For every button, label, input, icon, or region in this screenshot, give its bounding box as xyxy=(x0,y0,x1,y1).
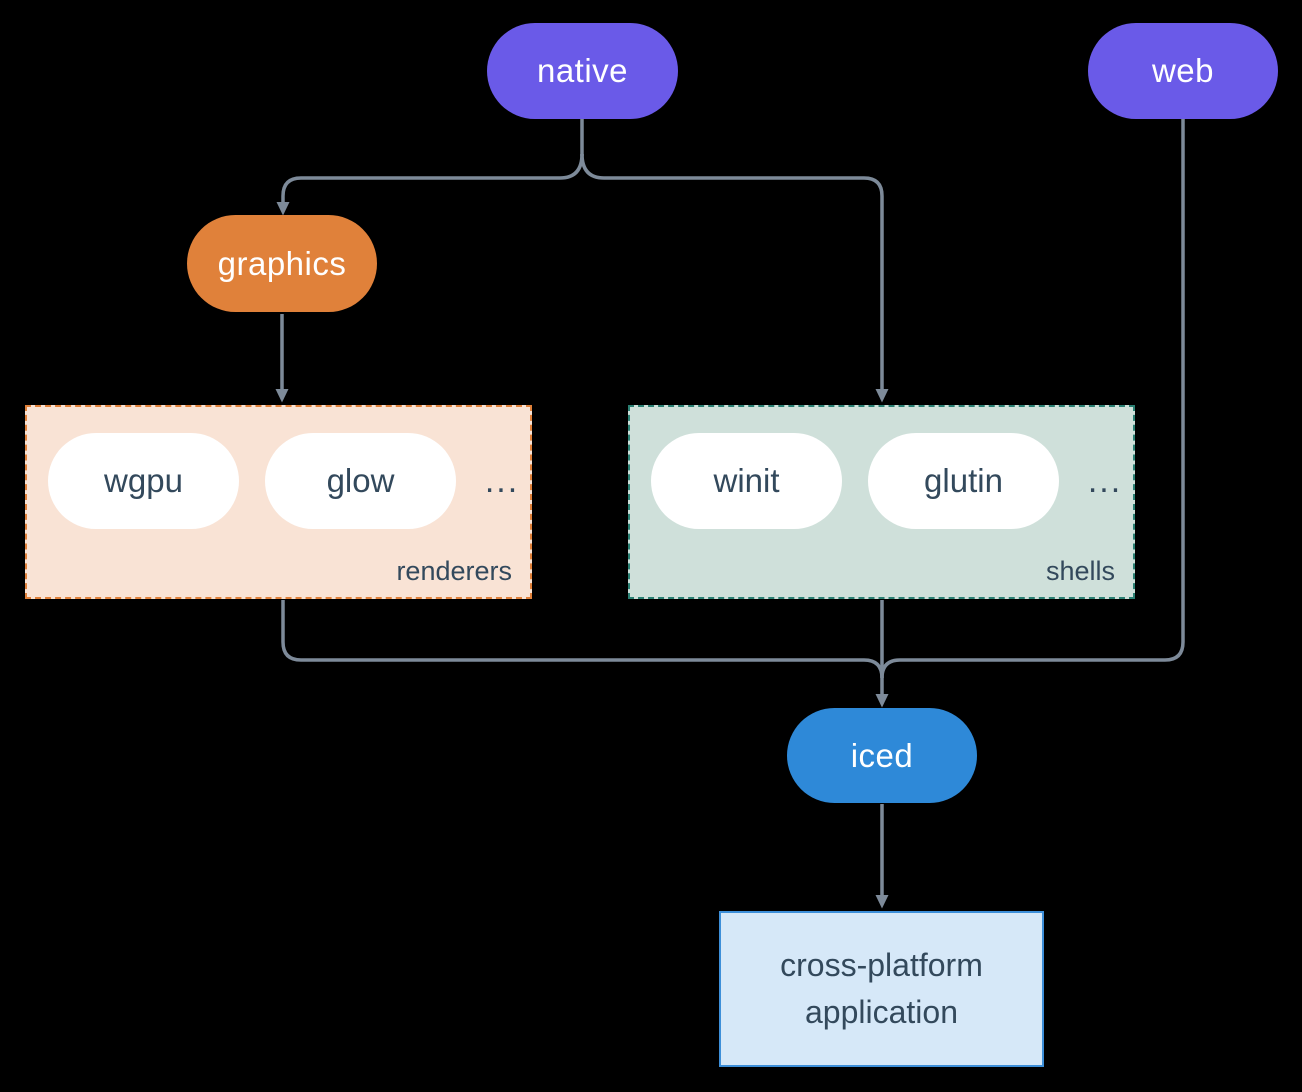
renderers-group: wgpu glow ... renderers xyxy=(25,405,532,599)
edge-native-to-graphics xyxy=(276,176,560,216)
renderers-group-label: renderers xyxy=(396,556,512,586)
shells-group: winit glutin ... shells xyxy=(628,405,1135,599)
shells-ellipsis: ... xyxy=(1087,461,1123,500)
glow-label: glow xyxy=(326,462,395,499)
wgpu-node: wgpu xyxy=(48,433,239,529)
shells-group-label: shells xyxy=(1045,556,1115,586)
web-node: web xyxy=(1088,23,1278,119)
graphics-label: graphics xyxy=(217,244,347,282)
edge-renderers-to-junction xyxy=(281,600,884,679)
edge-native-flare-left xyxy=(559,153,584,180)
graphics-node: graphics xyxy=(187,215,377,312)
edge-native-flare-right xyxy=(580,153,605,180)
winit-node: winit xyxy=(651,433,842,529)
edge-native-to-shells xyxy=(604,176,889,403)
application-label-line2: application xyxy=(805,994,958,1030)
glutin-node: glutin xyxy=(868,433,1059,529)
cross-platform-application-node: cross-platform application xyxy=(719,911,1044,1067)
native-label: native xyxy=(536,52,629,89)
edge-web-to-junction xyxy=(880,118,1185,679)
web-label: web xyxy=(1151,52,1215,89)
glutin-label: glutin xyxy=(924,462,1003,499)
wgpu-label: wgpu xyxy=(104,462,183,499)
application-label-line1: cross-platform xyxy=(780,947,983,983)
winit-label: winit xyxy=(713,462,780,499)
iced-label: iced xyxy=(850,736,914,774)
native-node: native xyxy=(487,23,678,119)
iced-node: iced xyxy=(787,708,977,803)
renderers-ellipsis: ... xyxy=(484,461,520,500)
glow-node: glow xyxy=(265,433,456,529)
